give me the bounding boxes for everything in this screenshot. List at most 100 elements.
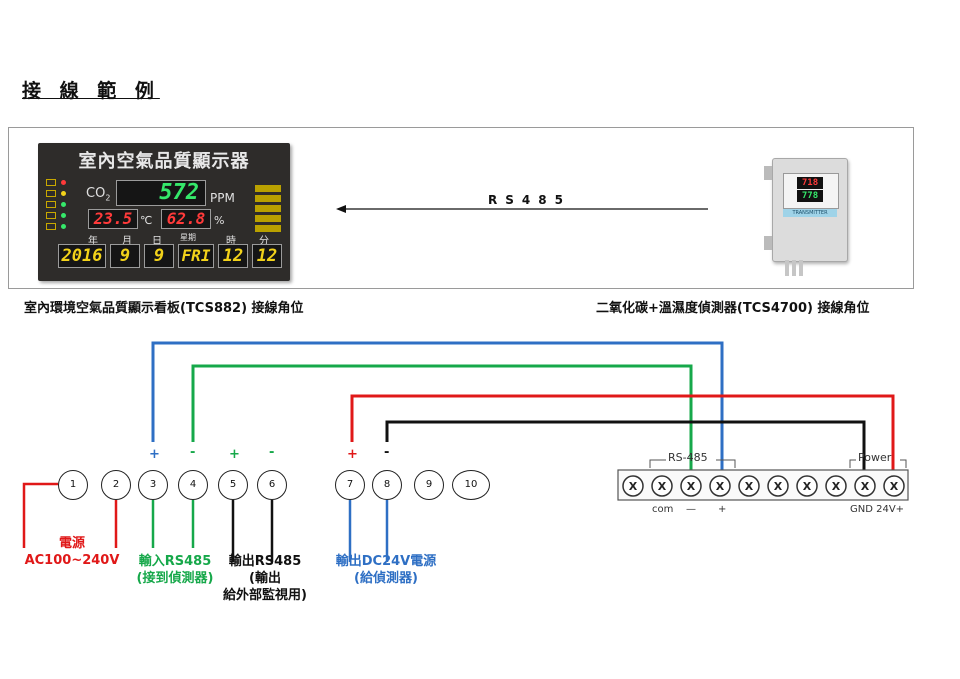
indicator-box: [46, 190, 56, 197]
status-label-box: [255, 225, 281, 232]
sensor-device: 718 778 TRANSMITTER: [772, 158, 848, 262]
terminal-screw: [825, 475, 847, 497]
wire-red-24v: [350, 394, 895, 474]
terminal-3: 3: [138, 470, 168, 500]
sensor-brand: TRANSMITTER: [783, 209, 837, 217]
output-dc24v-label: 輸出DC24V電源 (給偵測器): [326, 553, 446, 587]
tb-bottom-gnd-24v: GND 24V+: [850, 504, 905, 515]
terminal-screw: [883, 475, 905, 497]
wire-black-gnd: [385, 420, 866, 474]
terminal-screw: [854, 475, 876, 497]
page-title: 接 線 範 例: [22, 80, 160, 102]
tb-bottom-minus: —: [686, 504, 696, 515]
sensor-display-top: 718: [797, 177, 823, 189]
terminal-2: 2: [101, 470, 131, 500]
hour-display: 12: [218, 244, 248, 268]
rs485-group-bracket-left: [649, 459, 666, 468]
power-label-line1: 電源: [58, 536, 85, 551]
output-dc24v-line1: 輸出DC24V電源: [335, 554, 437, 569]
output-rs485-line1: 輸出RS485: [228, 554, 302, 569]
date-header-minute: 分: [259, 236, 269, 247]
temp-value-display: 23.5: [88, 209, 138, 229]
sensor-probe: [785, 260, 789, 276]
board-title: 室內空氣品質顯示器: [78, 151, 250, 172]
indicator-box: [46, 179, 56, 186]
input-rs485-line2: (接到偵測器): [136, 571, 214, 586]
indicator-led: [61, 191, 66, 196]
indicator-box: [46, 201, 56, 208]
polarity-t5: +: [229, 447, 240, 462]
terminal-screw: [622, 475, 644, 497]
terminal-5: 5: [218, 470, 248, 500]
power-label-line2: AC100~240V: [24, 553, 120, 568]
terminal-screw: [651, 475, 673, 497]
output-rs485-line3: 給外部監視用): [223, 588, 307, 603]
date-header-weekday: 星期: [180, 233, 196, 242]
terminal-8: 8: [372, 470, 402, 500]
rs485-group-bracket-right: [716, 459, 736, 468]
terminal-screw-mark: X: [803, 480, 812, 493]
co2-value-display: 572: [116, 180, 206, 206]
wire-blue-rs485-plus: [151, 341, 724, 474]
tb-bottom-com: com: [652, 504, 674, 515]
terminal-screw-mark: X: [832, 480, 841, 493]
terminal-screw-mark: X: [629, 480, 638, 493]
devices-frame: [8, 127, 914, 289]
rs485-arrow-label: RS485: [488, 193, 571, 207]
sensor-mount-bracket: [764, 166, 772, 180]
power-group-bracket-left: [849, 459, 856, 468]
lead-power-l: [22, 482, 58, 548]
output-dc24v-line2: (給偵測器): [354, 571, 418, 586]
sensor-caption: 二氧化碳+溫濕度偵測器(TCS4700) 接線角位: [596, 301, 870, 316]
terminal-screw: [680, 475, 702, 497]
sensor-probe: [792, 260, 796, 276]
board-caption: 室內環境空氣品質顯示看板(TCS882) 接線角位: [24, 301, 304, 316]
sensor-mount-bracket: [764, 236, 772, 250]
terminal-screw-mark: X: [861, 480, 870, 493]
power-group-label: Power: [858, 451, 892, 464]
input-rs485-line1: 輸入RS485: [138, 554, 212, 569]
terminal-screw: [796, 475, 818, 497]
rs485-arrow-head: [336, 205, 346, 213]
terminal-7: 7: [335, 470, 365, 500]
input-rs485-label: 輸入RS485 (接到偵測器): [120, 553, 230, 587]
weekday-display: FRI: [178, 244, 214, 268]
rs485-group-label: RS-485: [668, 451, 708, 464]
terminal-screw-mark: X: [890, 480, 899, 493]
date-header-month: 月: [122, 236, 132, 247]
humidity-unit: %: [214, 214, 225, 227]
co2-label-text: CO: [86, 186, 106, 201]
date-year-display: 2016: [58, 244, 106, 268]
terminal-screw-mark: X: [774, 480, 783, 493]
date-header-day: 日: [152, 236, 162, 247]
indicator-led: [61, 202, 66, 207]
polarity-t3: +: [149, 447, 160, 462]
display-board: 室內空氣品質顯示器 CO2 572 PPM 23.5 ℃ 62.8 % 年 月 …: [38, 143, 290, 281]
sensor-probe: [799, 260, 803, 276]
terminal-screw-mark: X: [716, 480, 725, 493]
sensor-display-bottom: 778: [797, 190, 823, 202]
indicator-led: [61, 213, 66, 218]
terminal-screw: [767, 475, 789, 497]
power-group-bracket-right: [900, 459, 907, 468]
terminal-screw-mark: X: [745, 480, 754, 493]
power-label: 電源 AC100~240V: [22, 535, 122, 569]
polarity-t8: -: [384, 445, 390, 460]
polarity-t4: -: [190, 445, 196, 460]
terminal-screw: [738, 475, 760, 497]
status-label-box: [255, 205, 281, 212]
indicator-led: [61, 224, 66, 229]
indicator-led: [61, 180, 66, 185]
output-rs485-label: 輸出RS485 (輸出 給外部監視用): [210, 553, 320, 604]
polarity-t6: -: [269, 445, 275, 460]
co2-label: CO2: [86, 186, 110, 203]
status-label-box: [255, 215, 281, 222]
date-day-display: 9: [144, 244, 174, 268]
date-month-display: 9: [110, 244, 140, 268]
date-header-hour: 時: [226, 236, 236, 247]
polarity-t7: +: [347, 447, 358, 462]
terminal-1: 1: [58, 470, 88, 500]
terminal-screw: [709, 475, 731, 497]
